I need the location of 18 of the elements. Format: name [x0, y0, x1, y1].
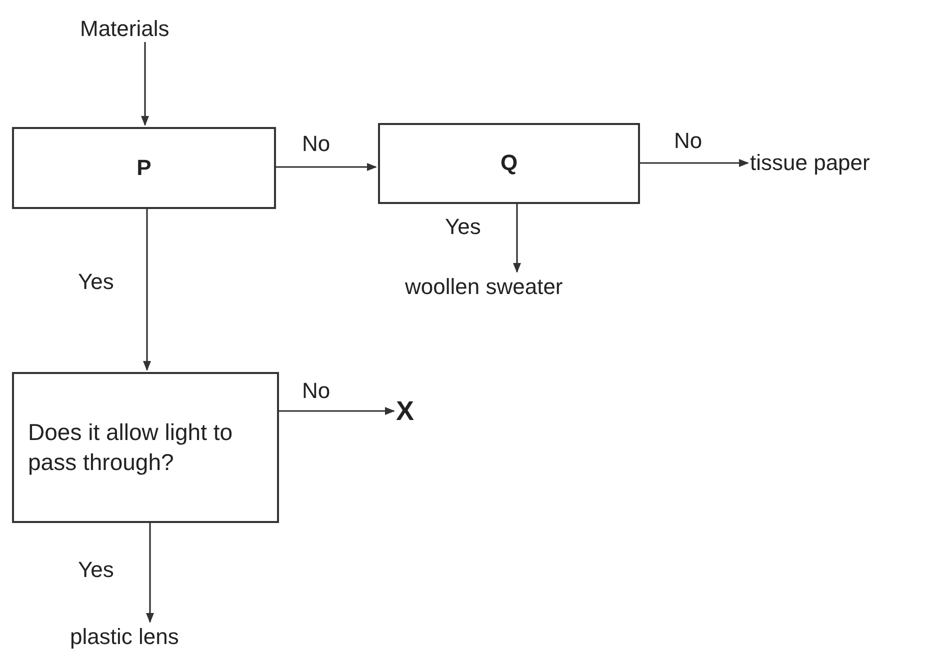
node-text: Q [500, 149, 518, 178]
arrow [279, 407, 395, 415]
arrow [146, 523, 154, 623]
node-text: P [136, 154, 152, 182]
process-box [12, 127, 276, 209]
process-box [378, 123, 640, 204]
node-text: Does it allow light to pass through? [28, 418, 234, 477]
flow-text: tissue paper [750, 150, 870, 176]
arrow [513, 204, 521, 273]
flow-text: Materials [80, 16, 170, 42]
flow-text: woollen sweater [405, 274, 563, 300]
arrow [143, 209, 151, 371]
question-box [12, 372, 279, 523]
flow-text: X [396, 396, 414, 427]
arrow [640, 159, 749, 167]
arrow [276, 163, 377, 171]
arrow [141, 42, 149, 126]
flow-text: plastic lens [70, 624, 179, 650]
